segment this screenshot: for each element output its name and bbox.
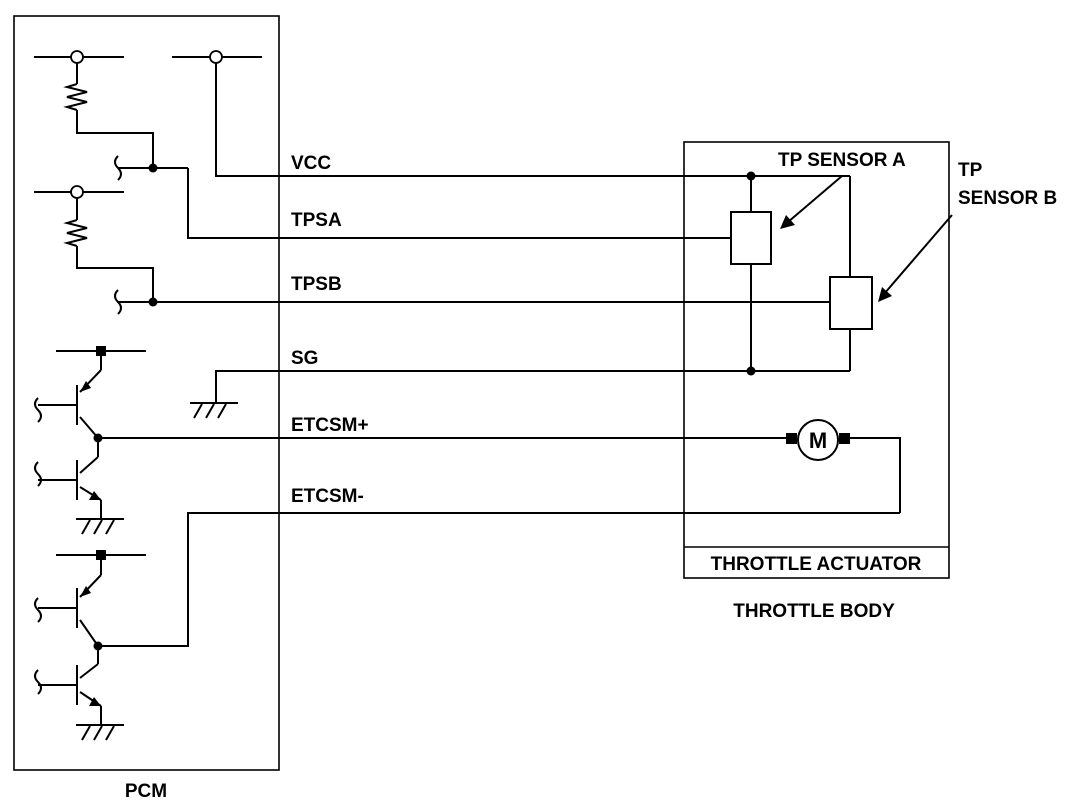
tp-sensor-a bbox=[730, 211, 772, 265]
sg-label: SG bbox=[291, 348, 318, 369]
vcc-label: VCC bbox=[291, 153, 331, 174]
tp-sensor-b-label-line2: SENSOR B bbox=[958, 188, 1057, 209]
tp-sensor-a-pointer bbox=[787, 175, 843, 223]
pcm-pullup-circuit-b bbox=[34, 185, 278, 315]
tp-sensor-network bbox=[730, 171, 873, 376]
pcm-module: PCM bbox=[13, 15, 280, 802]
throttle-body-box bbox=[683, 141, 950, 579]
tp-sensor-b bbox=[829, 276, 873, 330]
ground-icon bbox=[193, 403, 227, 419]
motor-symbol: M bbox=[809, 428, 827, 453]
resistor-icon bbox=[63, 83, 88, 111]
tp-sensor-b-label-line1: TP bbox=[958, 160, 983, 181]
arrow-icon bbox=[878, 287, 892, 302]
throttle-body-label: THROTTLE BODY bbox=[733, 601, 895, 622]
throttle-motor: M bbox=[786, 419, 901, 513]
pcm-signal-ground bbox=[190, 370, 278, 419]
arrow-icon bbox=[780, 215, 795, 229]
resistor-icon bbox=[63, 219, 88, 247]
pcm-pullup-circuit-a bbox=[34, 50, 278, 239]
pcm-motor-driver-plus bbox=[34, 346, 278, 535]
motor-icon bbox=[797, 419, 839, 461]
tp-sensor-b-pointer bbox=[883, 214, 953, 295]
pcm-vcc-source bbox=[172, 50, 278, 177]
pcm-label: PCM bbox=[125, 781, 167, 802]
ground-icon bbox=[81, 519, 115, 535]
transistor-arrow-icon bbox=[89, 491, 101, 500]
transistor-arrow-icon bbox=[80, 381, 91, 392]
etcsm-minus-label: ETCSM- bbox=[291, 486, 364, 507]
transistor-arrow-icon bbox=[89, 697, 101, 706]
throttle-body: THROTTLE ACTUATOR THROTTLE BODY TP SENSO… bbox=[683, 141, 1057, 622]
etcsm-plus-label: ETCSM+ bbox=[291, 415, 369, 436]
tpsa-label: TPSA bbox=[291, 210, 342, 231]
transistor-arrow-icon bbox=[80, 586, 91, 597]
pcm-motor-driver-minus bbox=[34, 512, 278, 741]
throttle-actuator-label: THROTTLE ACTUATOR bbox=[711, 554, 922, 575]
ground-icon bbox=[81, 725, 115, 741]
tp-sensor-a-label: TP SENSOR A bbox=[778, 150, 906, 171]
tpsb-label: TPSB bbox=[291, 274, 342, 295]
pcm-box bbox=[13, 15, 280, 771]
